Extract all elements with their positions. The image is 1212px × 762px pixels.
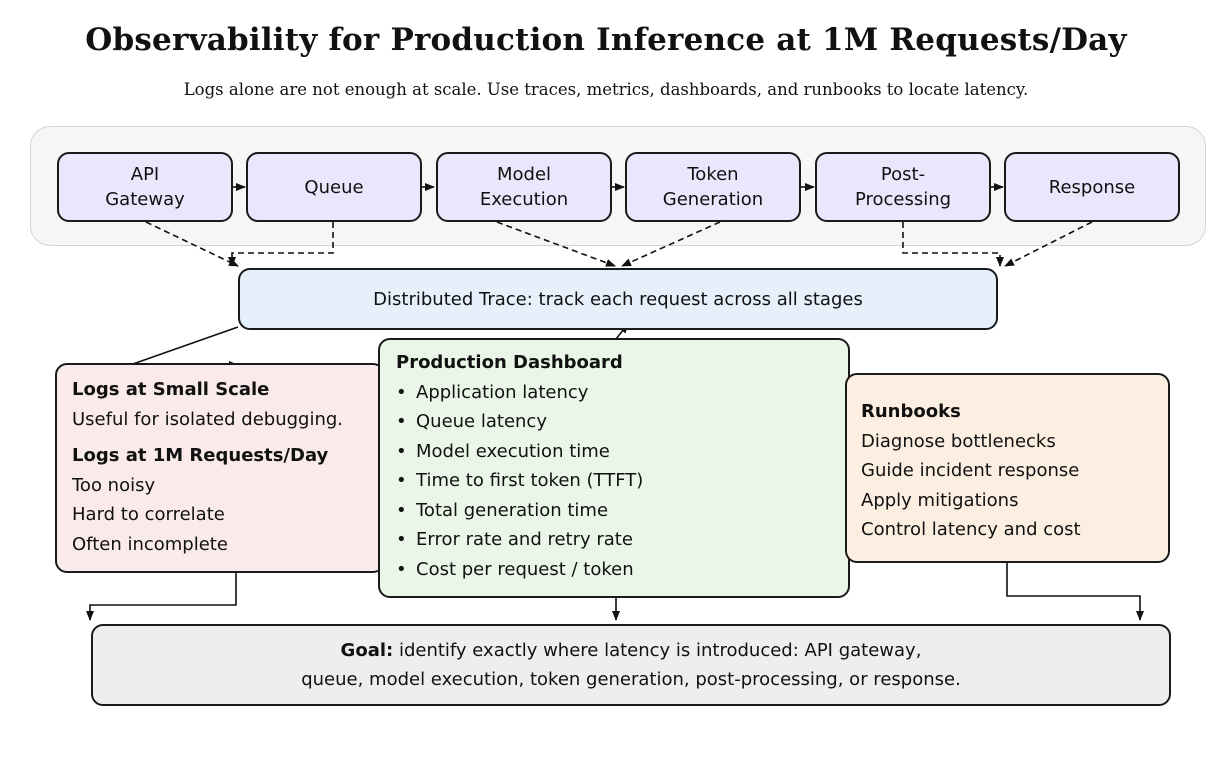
dashboard-metric: Total generation time [396, 496, 848, 526]
arrow-runbooks-goal [1006, 563, 1144, 621]
stage-post-processing: Post- Processing [815, 152, 991, 222]
dashboard-metric: Model execution time [396, 437, 848, 467]
goal-line-1: Goal: identify exactly where latency is … [340, 640, 922, 661]
runbooks-item: Guide incident response [861, 460, 1080, 481]
trace-label: Distributed Trace: track each request ac… [373, 288, 863, 310]
stage-model-execution: Model Execution [436, 152, 612, 222]
logs-panel: Logs at Small Scale Useful for isolated … [55, 363, 385, 573]
stage-queue: Queue [246, 152, 422, 222]
diagram-title: Observability for Production Inference a… [85, 22, 1127, 58]
dash-response-trace [1004, 221, 1093, 267]
dashboard-metric: Time to first token (TTFT) [396, 466, 848, 496]
runbooks-item: Control latency and cost [861, 519, 1081, 540]
dash-model-trace [496, 221, 616, 267]
stage-response: Response [1004, 152, 1180, 222]
dash-post-trace [902, 222, 1004, 267]
goal-box: Goal: identify exactly where latency is … [91, 624, 1171, 706]
dashboard-metric-list: Application latency Queue latency Model … [396, 378, 848, 585]
logs-large-item: Hard to correlate [72, 504, 225, 525]
stage-api-gateway: API Gateway [57, 152, 233, 222]
logs-small-heading: Logs at Small Scale [72, 379, 270, 400]
dashboard-panel: Production Dashboard Application latency… [378, 338, 850, 598]
dashboard-metric: Application latency [396, 378, 848, 408]
diagram-subtitle: Logs alone are not enough at scale. Use … [183, 80, 1029, 99]
stage-token-generation: Token Generation [625, 152, 801, 222]
logs-large-heading: Logs at 1M Requests/Day [72, 445, 329, 466]
dashboard-metric: Cost per request / token [396, 555, 848, 585]
dash-gateway-trace [145, 221, 239, 267]
runbooks-item: Apply mitigations [861, 489, 1019, 511]
goal-label: Goal: [340, 640, 394, 661]
dash-token-trace [621, 221, 721, 267]
dashboard-metric: Queue latency [396, 407, 848, 437]
goal-line-2: queue, model execution, token generation… [301, 669, 961, 690]
logs-large-item: Often incomplete [72, 533, 228, 555]
logs-large-item: Too noisy [72, 474, 156, 496]
arrow-logs-goal [86, 573, 237, 621]
logs-small-desc: Useful for isolated debugging. [72, 408, 344, 430]
dashboard-metric: Error rate and retry rate [396, 525, 848, 555]
arrow-trace-logs [129, 326, 239, 369]
runbooks-panel: Runbooks Diagnose bottlenecks Guide inci… [845, 373, 1170, 563]
dashboard-heading: Production Dashboard [396, 352, 623, 373]
distributed-trace-box: Distributed Trace: track each request ac… [238, 268, 998, 330]
runbooks-item: Diagnose bottlenecks [861, 430, 1056, 452]
runbooks-heading: Runbooks [861, 401, 961, 422]
dash-queue-trace [228, 222, 334, 267]
